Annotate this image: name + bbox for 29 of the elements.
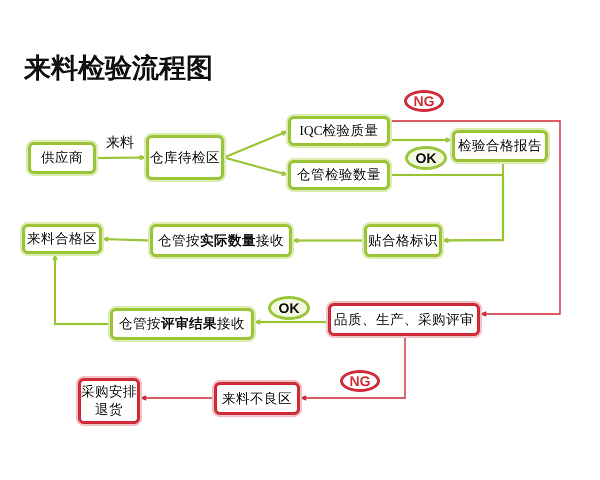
process-box: 仓管按实际数量接收: [150, 224, 292, 257]
process-box: 仓库待检区: [146, 135, 224, 180]
edge-label: NG: [340, 370, 380, 392]
process-box: 品质、生产、采购评审: [328, 303, 480, 336]
title: 来料检验流程图: [24, 52, 213, 85]
arrow: [299, 336, 406, 401]
arrow: [139, 395, 214, 401]
edge-label: OK: [268, 296, 310, 320]
process-box: IQC检验质量: [288, 116, 390, 146]
arrow: [253, 319, 328, 325]
edge-label: OK: [405, 146, 447, 170]
process-box: 供应商: [28, 142, 96, 174]
edge-label: NG: [404, 90, 444, 112]
process-box: 仓管按评审结果接收: [110, 308, 254, 340]
arrow: [224, 156, 289, 176]
arrow: [224, 130, 289, 159]
process-box: 检验合格报告: [452, 130, 548, 162]
arrow: [96, 154, 147, 160]
arrow: [291, 238, 364, 244]
process-box: 贴合格标识: [364, 224, 442, 257]
process-box: 来料不良区: [214, 382, 300, 415]
process-box: 采购安排退货: [78, 378, 140, 424]
arrow: [390, 120, 561, 317]
process-box: 来料合格区: [22, 224, 102, 254]
arrow: [390, 137, 453, 143]
arrow: [52, 253, 110, 326]
process-box: 仓管检验数量: [288, 160, 390, 190]
arrow: [101, 236, 150, 242]
arrow: [441, 162, 504, 244]
